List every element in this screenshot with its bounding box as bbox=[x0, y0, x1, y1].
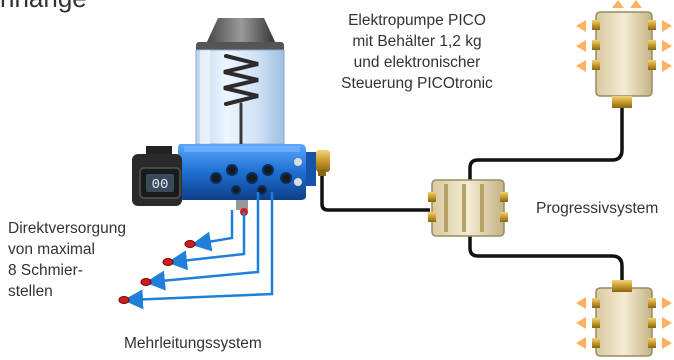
direct-label-line: Direktversorgung bbox=[8, 220, 127, 237]
direct-supply-label: Direktversorgung von maximal 8 Schmier- … bbox=[8, 218, 126, 302]
arrow-icon bbox=[576, 297, 672, 349]
pump-label-line: mit Behälter 1,2 kg bbox=[352, 33, 482, 50]
direct-label-line: stellen bbox=[8, 283, 53, 300]
upper-distributor bbox=[592, 11, 656, 108]
lower-distributor bbox=[592, 280, 656, 357]
direct-label-line: von maximal bbox=[8, 241, 95, 258]
multiline-system-label: Mehrleitungssystem bbox=[124, 335, 262, 352]
display-icon: 00 bbox=[152, 177, 169, 193]
control-unit bbox=[132, 146, 182, 206]
pump-label: Elektropumpe PICO mit Behälter 1,2 kg un… bbox=[312, 10, 522, 94]
grease-point-icon bbox=[118, 240, 196, 304]
pump-body bbox=[178, 144, 316, 200]
pump-fitting bbox=[316, 150, 330, 176]
progressive-system-label: Progressivsystem bbox=[536, 200, 659, 217]
pump-label-line: und elektronischer bbox=[353, 54, 481, 71]
multiline-lines bbox=[123, 192, 274, 310]
direct-label-line: 8 Schmier- bbox=[8, 262, 83, 279]
pump-outlets bbox=[210, 164, 292, 195]
pump-label-line: Elektropumpe PICO bbox=[348, 12, 486, 29]
spring-icon bbox=[223, 54, 259, 148]
pump-label-line: Steuerung PICOtronic bbox=[341, 75, 493, 92]
reservoir-cap bbox=[196, 18, 284, 52]
central-distributor bbox=[428, 179, 508, 237]
header-title-fragment: nhänge bbox=[0, 0, 87, 11]
arrow-icon bbox=[576, 0, 672, 72]
progressive-pipes bbox=[320, 108, 624, 286]
